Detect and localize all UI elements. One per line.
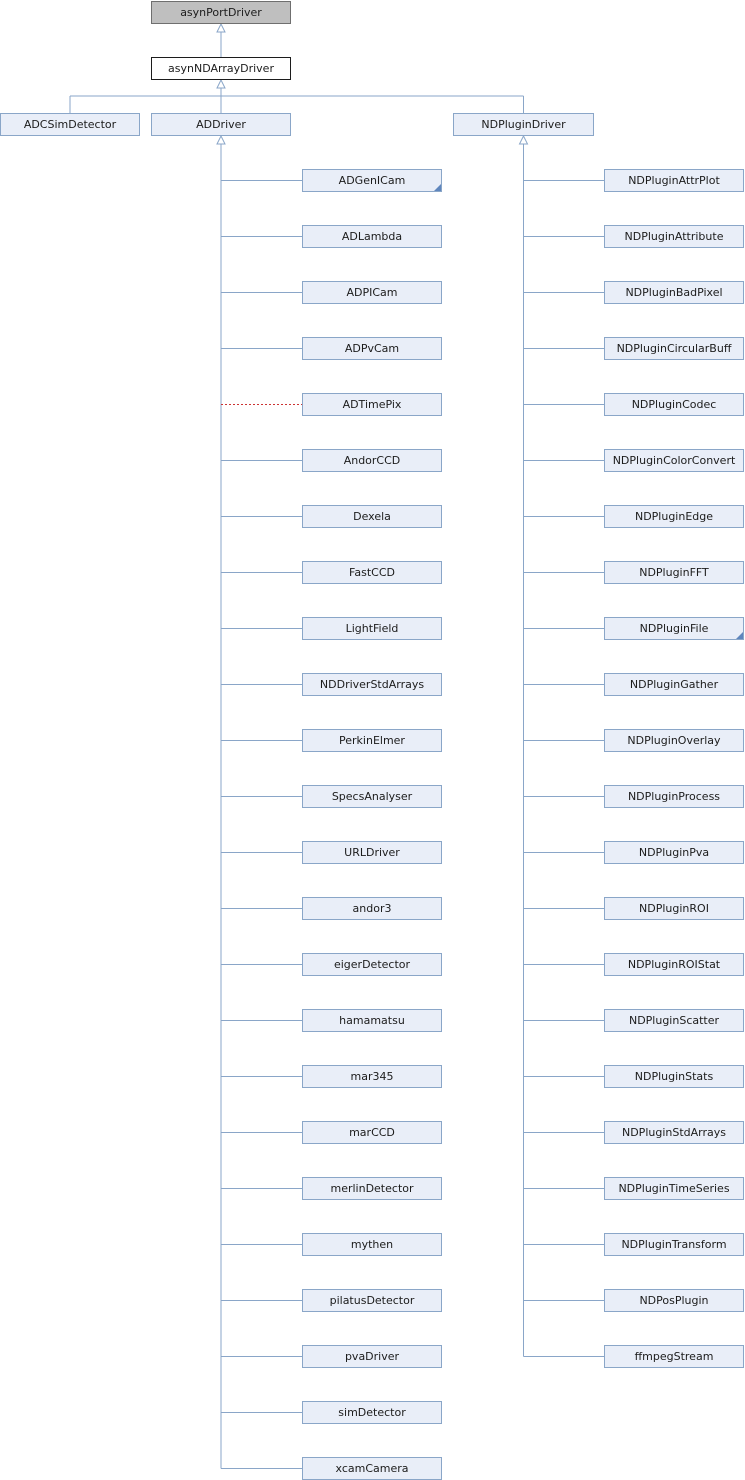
class-node-NDPluginROIStat[interactable]: NDPluginROIStat bbox=[604, 953, 744, 976]
class-node-NDPluginTransform[interactable]: NDPluginTransform bbox=[604, 1233, 744, 1256]
class-node-NDPluginAttrPlot[interactable]: NDPluginAttrPlot bbox=[604, 169, 744, 192]
class-node-NDPluginCircularBuff[interactable]: NDPluginCircularBuff bbox=[604, 337, 744, 360]
class-node-marCCD[interactable]: marCCD bbox=[302, 1121, 442, 1144]
class-node-NDPluginProcess[interactable]: NDPluginProcess bbox=[604, 785, 744, 808]
class-node-pilatusDetector[interactable]: pilatusDetector bbox=[302, 1289, 442, 1312]
class-node-AndorCCD[interactable]: AndorCCD bbox=[302, 449, 442, 472]
class-node-PerkinElmer[interactable]: PerkinElmer bbox=[302, 729, 442, 752]
class-node-xcamCamera[interactable]: xcamCamera bbox=[302, 1457, 442, 1480]
class-node-NDPluginColorConvert[interactable]: NDPluginColorConvert bbox=[604, 449, 744, 472]
class-node-NDPosPlugin[interactable]: NDPosPlugin bbox=[604, 1289, 744, 1312]
class-node-Dexela[interactable]: Dexela bbox=[302, 505, 442, 528]
class-node-NDDriverStdArrays[interactable]: NDDriverStdArrays bbox=[302, 673, 442, 696]
class-node-NDPluginROI[interactable]: NDPluginROI bbox=[604, 897, 744, 920]
class-node-ADPvCam[interactable]: ADPvCam bbox=[302, 337, 442, 360]
class-node-eigerDetector[interactable]: eigerDetector bbox=[302, 953, 442, 976]
class-node-NDPluginDriver[interactable]: NDPluginDriver bbox=[453, 113, 594, 136]
class-node-NDPluginFile[interactable]: NDPluginFile bbox=[604, 617, 744, 640]
class-node-asynPortDriver[interactable]: asynPortDriver bbox=[151, 1, 291, 24]
class-node-NDPluginStdArrays[interactable]: NDPluginStdArrays bbox=[604, 1121, 744, 1144]
class-node-ADLambda[interactable]: ADLambda bbox=[302, 225, 442, 248]
class-node-NDPluginFFT[interactable]: NDPluginFFT bbox=[604, 561, 744, 584]
class-node-NDPluginPva[interactable]: NDPluginPva bbox=[604, 841, 744, 864]
class-node-mythen[interactable]: mythen bbox=[302, 1233, 442, 1256]
class-node-ADGenICam[interactable]: ADGenICam bbox=[302, 169, 442, 192]
class-node-LightField[interactable]: LightField bbox=[302, 617, 442, 640]
class-node-merlinDetector[interactable]: merlinDetector bbox=[302, 1177, 442, 1200]
class-node-NDPluginBadPixel[interactable]: NDPluginBadPixel bbox=[604, 281, 744, 304]
arrow-into-asynNDArrayDriver bbox=[216, 78, 226, 89]
class-node-SpecsAnalyser[interactable]: SpecsAnalyser bbox=[302, 785, 442, 808]
class-node-NDPluginTimeSeries[interactable]: NDPluginTimeSeries bbox=[604, 1177, 744, 1200]
class-node-ADTimePix[interactable]: ADTimePix bbox=[302, 393, 442, 416]
class-node-andor3[interactable]: andor3 bbox=[302, 897, 442, 920]
class-node-mar345[interactable]: mar345 bbox=[302, 1065, 442, 1088]
class-node-URLDriver[interactable]: URLDriver bbox=[302, 841, 442, 864]
class-node-ADCSimDetector[interactable]: ADCSimDetector bbox=[0, 113, 140, 136]
class-node-asynNDArrayDriver[interactable]: asynNDArrayDriver bbox=[151, 57, 291, 80]
class-node-hamamatsu[interactable]: hamamatsu bbox=[302, 1009, 442, 1032]
class-node-NDPluginEdge[interactable]: NDPluginEdge bbox=[604, 505, 744, 528]
class-node-NDPluginStats[interactable]: NDPluginStats bbox=[604, 1065, 744, 1088]
arrow-into-NDPluginDriver bbox=[518, 134, 529, 145]
class-node-NDPluginGather[interactable]: NDPluginGather bbox=[604, 673, 744, 696]
class-node-NDPluginAttribute[interactable]: NDPluginAttribute bbox=[604, 225, 744, 248]
class-node-pvaDriver[interactable]: pvaDriver bbox=[302, 1345, 442, 1368]
class-node-ffmpegStream[interactable]: ffmpegStream bbox=[604, 1345, 744, 1368]
class-node-ADPICam[interactable]: ADPICam bbox=[302, 281, 442, 304]
arrow-into-ADDriver bbox=[216, 134, 226, 145]
class-node-NDPluginOverlay[interactable]: NDPluginOverlay bbox=[604, 729, 744, 752]
class-node-simDetector[interactable]: simDetector bbox=[302, 1401, 442, 1424]
class-node-FastCCD[interactable]: FastCCD bbox=[302, 561, 442, 584]
class-node-NDPluginScatter[interactable]: NDPluginScatter bbox=[604, 1009, 744, 1032]
arrow-into-asynPortDriver bbox=[216, 22, 226, 33]
class-node-ADDriver[interactable]: ADDriver bbox=[151, 113, 291, 136]
class-node-NDPluginCodec[interactable]: NDPluginCodec bbox=[604, 393, 744, 416]
